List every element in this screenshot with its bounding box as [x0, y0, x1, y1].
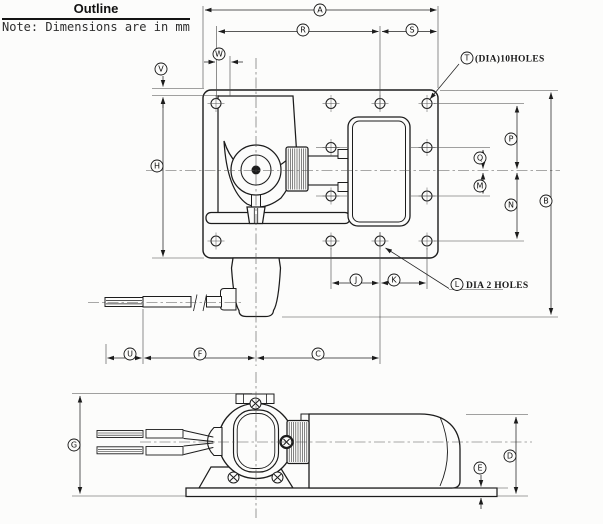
- svg-text:K: K: [391, 276, 397, 285]
- dim-label-a: A: [313, 3, 327, 17]
- dim-label-u: U: [123, 347, 137, 361]
- dim-label-c: C: [311, 347, 325, 361]
- dim-label-k: K: [387, 273, 401, 287]
- tube-end-lines: [106, 300, 142, 305]
- hole-note-10holes-text: (DIA)10HOLES: [475, 54, 545, 65]
- lower-tube-end: [96, 446, 144, 455]
- dim-label-v: V: [154, 62, 168, 76]
- tube-fitting-top: [220, 288, 237, 311]
- svg-text:C: C: [315, 350, 321, 359]
- right-screw-cross: [273, 473, 282, 482]
- svg-text:G: G: [71, 441, 77, 450]
- tube-fitting-side: [206, 426, 223, 457]
- tube-stub: [206, 296, 222, 308]
- mechanism-cover: [217, 95, 298, 214]
- svg-text:A: A: [317, 6, 323, 15]
- extension-lines: [72, 6, 558, 497]
- svg-text:D: D: [507, 452, 513, 461]
- svg-text:E: E: [477, 464, 482, 473]
- dim-label-b: B: [539, 194, 553, 208]
- dim-label-q: Q: [473, 151, 487, 165]
- upper-tube-end: [96, 430, 144, 438]
- lower-tube-y: [183, 442, 214, 455]
- knob-knurl-top: [287, 148, 307, 190]
- hole-note-10holes-letter: T: [464, 54, 470, 63]
- lever-bar: [205, 211, 351, 225]
- svg-text:V: V: [158, 65, 164, 74]
- upper-tube-seg: [145, 429, 184, 439]
- dim-label-m: M: [473, 179, 487, 193]
- svg-text:M: M: [477, 182, 484, 191]
- housing-contour: [439, 416, 448, 487]
- tube-segment: [142, 296, 192, 308]
- svg-text:Q: Q: [477, 154, 483, 163]
- hole-note-2holes-letter: L: [455, 280, 460, 289]
- dim-label-w: W: [212, 47, 226, 61]
- left-screw-cross: [229, 473, 238, 482]
- leaders: [385, 63, 460, 289]
- stem-foot-lines: [253, 208, 259, 223]
- motor-housing: [308, 413, 461, 489]
- dimension-labels: A R S W V H P Q M N B J K U F C G D E: [67, 3, 553, 475]
- page-title: Outline: [2, 1, 190, 20]
- svg-text:F: F: [198, 350, 203, 359]
- svg-text:W: W: [215, 50, 223, 59]
- centerlines: [88, 58, 560, 518]
- upper-tube-lines: [98, 432, 142, 436]
- upper-tube-y: [183, 430, 214, 442]
- units-note: Note: Dimensions are in mm: [2, 20, 190, 34]
- svg-text:S: S: [409, 26, 414, 35]
- svg-text:N: N: [508, 201, 514, 210]
- svg-text:J: J: [354, 276, 357, 285]
- svg-text:B: B: [543, 197, 549, 206]
- top-view: [104, 89, 439, 318]
- svg-text:R: R: [300, 26, 306, 35]
- dim-label-d: D: [503, 449, 517, 463]
- dim-label-h: H: [150, 159, 164, 173]
- top-screw-cross: [251, 399, 260, 408]
- dim-label-g: G: [67, 438, 81, 452]
- dim-label-e: E: [473, 461, 487, 475]
- svg-text:U: U: [127, 350, 133, 359]
- dim-label-r: R: [296, 23, 310, 37]
- hole-note-2holes-text: DIA 2 HOLES: [466, 281, 528, 291]
- window-inner: [352, 120, 406, 223]
- lower-tube-lines: [98, 449, 142, 452]
- hole-note-2holes: L DIA 2 HOLES: [450, 278, 528, 291]
- hole-note-10holes: T (DIA)10HOLES: [460, 51, 545, 65]
- head-top-tab-lines: [243, 394, 267, 404]
- window-outline: [347, 116, 411, 227]
- svg-text:H: H: [154, 162, 160, 171]
- side-view: [96, 393, 498, 498]
- svg-text:P: P: [509, 135, 514, 144]
- dim-label-f: F: [193, 347, 207, 361]
- dim-label-p: P: [504, 132, 518, 146]
- housing-step: [300, 413, 310, 422]
- dim-label-n: N: [504, 198, 518, 212]
- dim-label-s: S: [405, 23, 419, 37]
- lower-tube-seg: [145, 446, 184, 456]
- base-plate: [185, 487, 498, 498]
- tube-end-segment: [104, 297, 144, 307]
- dim-label-j: J: [349, 273, 363, 287]
